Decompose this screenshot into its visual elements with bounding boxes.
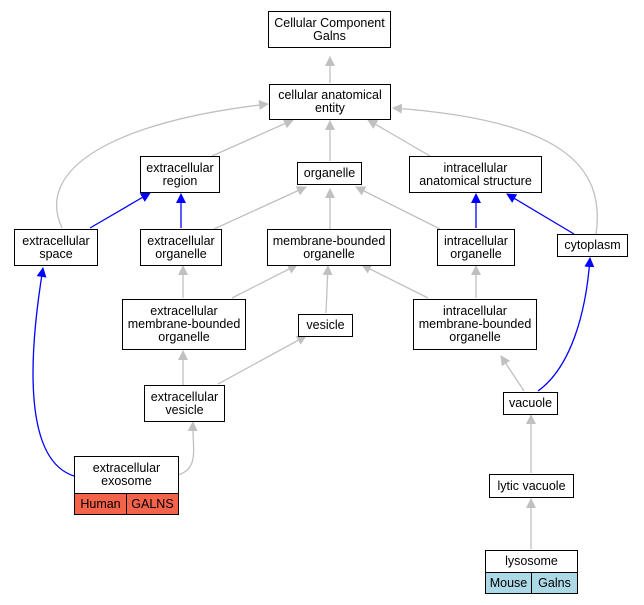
node-label-line: vesicle: [165, 402, 204, 417]
node-label-line: organelle: [155, 246, 207, 261]
edge-exosome-extracellular-vesicle: [177, 421, 198, 476]
node-intracellular-organelle[interactable]: intracellular organelle: [437, 229, 515, 266]
node-label-line: organelle: [449, 330, 501, 344]
edge-cytoplasm-cae: [392, 103, 598, 235]
node-label-line: entity: [315, 101, 345, 115]
gene-tag: GALNS: [126, 494, 178, 514]
node-cytoplasm[interactable]: cytoplasm: [557, 234, 628, 257]
edge-extracellular-organelle-organelle: [213, 186, 307, 230]
node-cellular-anatomical-entity[interactable]: cellular anatomical entity: [269, 84, 391, 120]
species-tag: Mouse: [489, 575, 528, 590]
edge-extracellular-space-extracellular-region: [89, 192, 151, 229]
node-label-line: extracellular: [92, 461, 161, 475]
node-label-line: extracellular: [147, 233, 215, 248]
node-vesicle[interactable]: vesicle: [298, 314, 353, 337]
node-cellular-component-root[interactable]: Cellular Component Galns: [268, 11, 391, 48]
node-label-line: anatomical structure: [419, 173, 532, 188]
node-label-line: intracellular: [443, 160, 508, 175]
node-label-line: extracellular: [22, 233, 90, 248]
node-label-line: extracellular: [150, 304, 218, 318]
node-label-line: exosome: [101, 474, 152, 488]
node-label-line: membrane-bounded: [127, 317, 241, 331]
node-label-line: organelle: [158, 330, 210, 344]
node-label-line: membrane-bounded: [418, 317, 532, 331]
node-vacuole[interactable]: vacuole: [503, 392, 558, 415]
node-label-line: space: [39, 246, 73, 261]
node-label-line: intracellular: [444, 233, 508, 248]
node-label-line: Cellular Component: [274, 15, 385, 30]
node-label-line: lytic vacuole: [497, 478, 566, 493]
node-extracellular-vesicle[interactable]: extracellular vesicle: [144, 385, 225, 422]
node-label-line: cellular anatomical: [278, 88, 382, 102]
node-intracellular-anatomical-structure[interactable]: intracellular anatomical structure: [409, 156, 542, 193]
edge-intracellular-organelle-organelle: [355, 186, 441, 230]
node-label-line: extracellular: [146, 160, 214, 175]
node-label-line: region: [162, 173, 198, 188]
node-label-line: organelle: [450, 246, 502, 261]
node-label-line: Galns: [313, 28, 346, 43]
edge-vacuole-cytoplasm: [537, 257, 595, 392]
edge-exosome-extracellular-space: [32, 267, 75, 477]
node-extracellular-space[interactable]: extracellular space: [14, 229, 98, 266]
node-label-line: membrane-bounded: [272, 233, 386, 248]
node-label-line: vesicle: [306, 318, 345, 332]
node-label-line: vacuole: [508, 396, 553, 410]
node-label-line: lysosome: [505, 554, 558, 568]
edge-extracellular-space-cae: [56, 100, 269, 229]
edge-intracellular-structure-cae: [367, 119, 431, 157]
edge-extracellular-region-cae: [211, 119, 294, 157]
edge-vesicle-mbo: [322, 265, 333, 314]
node-membrane-bounded-organelle[interactable]: membrane-bounded organelle: [267, 229, 391, 266]
edge-cytoplasm-intracellular-structure: [506, 193, 575, 235]
annotation-tags: Mouse Galns: [486, 572, 577, 593]
node-label-line: intracellular: [443, 304, 507, 318]
node-extracellular-membrane-bounded-organelle[interactable]: extracellular membrane-bounded organelle: [122, 299, 246, 350]
gene-tag: Galns: [531, 573, 577, 593]
node-intracellular-membrane-bounded-organelle[interactable]: intracellular membrane-bounded organelle: [413, 299, 537, 350]
edge-extracellular-mbo-mbo: [231, 264, 298, 299]
node-lytic-vacuole[interactable]: lytic vacuole: [489, 474, 574, 498]
node-organelle[interactable]: organelle: [297, 162, 362, 185]
edge-extracellular-vesicle-vesicle: [217, 335, 307, 385]
edge-intracellular-mbo-mbo: [361, 264, 429, 299]
node-label-line: organelle: [303, 166, 356, 180]
node-label-line: organelle: [303, 246, 355, 261]
node-lysosome[interactable]: lysosome Mouse Galns: [485, 550, 578, 594]
annotation-tags: Human GALNS: [75, 493, 178, 514]
node-title: lysosome: [486, 551, 577, 572]
node-extracellular-organelle[interactable]: extracellular organelle: [140, 229, 222, 266]
edge-vacuole-intracellular-mbo: [500, 355, 525, 392]
species-tag: Human: [80, 496, 121, 511]
node-label-line: extracellular: [150, 389, 219, 404]
node-extracellular-region[interactable]: extracellular region: [140, 156, 220, 193]
node-title: extracellular exosome: [75, 457, 178, 493]
node-extracellular-exosome[interactable]: extracellular exosome Human GALNS: [74, 456, 179, 515]
node-label-line: cytoplasm: [564, 238, 621, 252]
